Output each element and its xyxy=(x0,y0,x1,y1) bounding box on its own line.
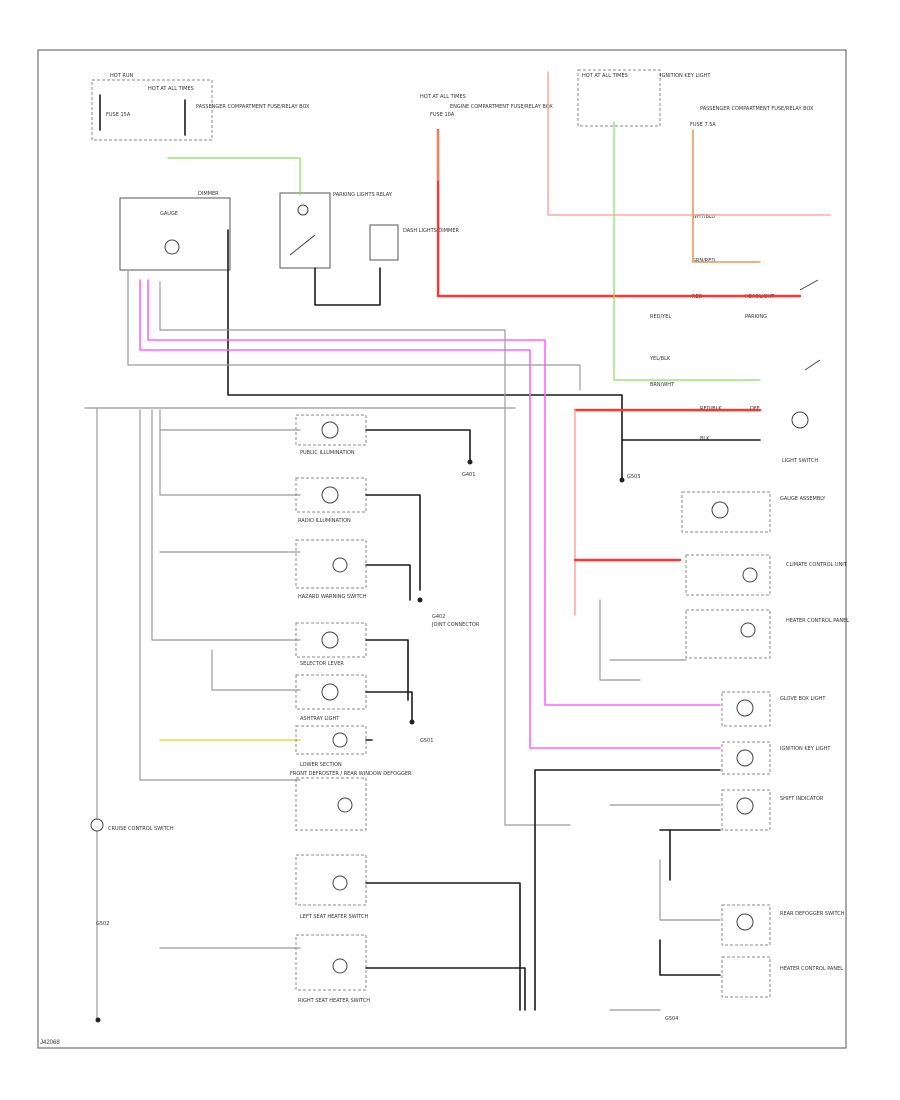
label-parking-relay: PARKING LIGHTS RELAY xyxy=(333,192,393,198)
label-selector-ill: SELECTOR LEVER xyxy=(300,661,344,667)
heater-control-panel: HEATER CONTROL PANEL xyxy=(685,609,849,659)
label-public-ill: PUBLIC ILLUMINATION xyxy=(300,450,355,456)
label-hazard-ill: HAZARD WARNING SWITCH xyxy=(298,594,367,600)
label-hot-all-mid: HOT AT ALL TIMES xyxy=(420,94,466,100)
label-wire-red-yel: RED/YEL xyxy=(650,314,671,320)
label-g503: G503 xyxy=(627,474,640,480)
passenger-fuse-box: HOT RUN HOT AT ALL TIMES FUSE 15A PASSEN… xyxy=(91,73,310,141)
label-g401: G401 xyxy=(462,472,475,478)
right-seat-heater-switch: RIGHT SEAT HEATER SWITCH xyxy=(295,934,370,1004)
ground-g504: G504 xyxy=(665,1016,678,1022)
label-parking: PARKING xyxy=(745,314,767,320)
ignition-key-light: IGNITION KEY LIGHT xyxy=(721,741,831,775)
glove-box-light: GLOVE BOX LIGHT xyxy=(721,691,826,727)
left-lower-switch: CRUISE CONTROL SWITCH xyxy=(90,818,174,832)
left-seat-heater-switch: LEFT SEAT HEATER SWITCH xyxy=(295,854,368,920)
shift-indicator: SHIFT INDICATOR xyxy=(721,789,824,831)
public-illumination: PUBLIC ILLUMINATION xyxy=(295,414,367,456)
label-left-seat: LEFT SEAT HEATER SWITCH xyxy=(300,914,368,920)
label-engine-fuse: ENGINE COMPARTMENT FUSE/RELAY BOX xyxy=(450,104,553,110)
label-cruise: CRUISE CONTROL SWITCH xyxy=(108,826,174,832)
selector-lever: SELECTOR LEVER xyxy=(295,622,367,667)
ground-g501: G501 xyxy=(409,719,433,744)
ground-g503: G503 xyxy=(619,474,640,483)
light-switch-area: WHT/BLU GRN/RED RED HEADLIGHT RED/YEL PA… xyxy=(649,214,821,464)
diagram-frame xyxy=(37,49,847,1049)
label-front-defrost: FRONT DEFROSTER / REAR WINDOW DEFOGGER xyxy=(290,771,412,777)
label-joint-402: JOINT CONNECTOR xyxy=(431,622,480,628)
ground-g401: G401 xyxy=(462,459,475,478)
label-rear-defog: REAR DEFOGGER SWITCH xyxy=(780,911,845,917)
parking-lights-relay: PARKING LIGHTS RELAY xyxy=(279,192,393,269)
label-climate: CLIMATE CONTROL UNIT xyxy=(786,562,848,568)
dash-lights-dimmer: DASH LIGHTS DIMMER xyxy=(369,224,460,261)
ground-g402: G402 JOINT CONNECTOR xyxy=(417,597,480,628)
ashtray-light: ASHTRAY LIGHT xyxy=(295,674,367,722)
dimmer-unit: DIMMER GAUGE xyxy=(119,191,231,271)
rear-defogger-switch: REAR DEFOGGER SWITCH xyxy=(721,904,845,946)
label-hot-all-left: HOT AT ALL TIMES xyxy=(148,86,194,92)
right-bottom-unit: HEATER CONTROL PANEL xyxy=(721,956,843,998)
label-hot-all-right: HOT AT ALL TIMES xyxy=(582,73,628,79)
label-passenger-fuse: PASSENGER COMPARTMENT FUSE/RELAY BOX xyxy=(196,104,310,110)
label-dash-dimmer: DASH LIGHTS DIMMER xyxy=(403,228,460,234)
label-wire-yel-blk: YEL/BLK xyxy=(649,356,671,362)
label-climate-lower: HEATER CONTROL PANEL xyxy=(780,966,843,972)
label-lower-section: LOWER SECTION xyxy=(300,762,342,768)
label-wire-grn-red: GRN/RED xyxy=(692,258,715,264)
label-g502: G502 xyxy=(96,921,109,927)
label-ignition-switch: IGNITION KEY LIGHT xyxy=(660,73,711,79)
label-fuse-a: FUSE 15A xyxy=(106,112,131,118)
label-g402: G402 xyxy=(432,614,445,620)
climate-control-unit: CLIMATE CONTROL UNIT xyxy=(685,554,848,596)
label-heater-control: HEATER CONTROL PANEL xyxy=(786,618,849,624)
ground-g502: G502 xyxy=(95,921,109,1023)
label-shift-ind: SHIFT INDICATOR xyxy=(780,796,824,802)
lower-section: LOWER SECTION xyxy=(295,725,367,768)
label-g504: G504 xyxy=(665,1016,678,1022)
label-light-switch: LIGHT SWITCH xyxy=(782,458,818,464)
label-fuse-c: FUSE 7.5A xyxy=(690,122,716,128)
label-hot-run-left: HOT RUN xyxy=(110,73,133,79)
gauge-assembly: GAUGE ASSEMBLY xyxy=(681,491,826,533)
label-ashtray-ill: ASHTRAY LIGHT xyxy=(300,716,340,722)
label-gauge: GAUGE xyxy=(160,211,178,217)
label-ignition-key: IGNITION KEY LIGHT xyxy=(780,746,831,752)
label-passenger-fuse-right: PASSENGER COMPARTMENT FUSE/RELAY BOX xyxy=(700,106,814,112)
label-fuse-b: FUSE 10A xyxy=(430,112,455,118)
label-wire-blk-ls: BLK xyxy=(700,436,710,442)
label-wire-brn-wht: BRN/WHT xyxy=(650,382,675,388)
label-right-seat: RIGHT SEAT HEATER SWITCH xyxy=(298,998,370,1004)
footer-code: J42068 xyxy=(40,1040,60,1046)
radio-illumination: RADIO ILLUMINATION xyxy=(295,477,367,524)
front-defroster: FRONT DEFROSTER / REAR WINDOW DEFOGGER xyxy=(290,771,412,831)
label-dimmer: DIMMER xyxy=(198,191,219,197)
top-right-fuse-box: HOT AT ALL TIMES IGNITION KEY LIGHT PASS… xyxy=(577,69,814,128)
label-radio-ill: RADIO ILLUMINATION xyxy=(298,518,351,524)
label-wire-wht-blu-top: WHT/BLU xyxy=(692,214,715,220)
label-g501: G501 xyxy=(420,738,433,744)
label-gauge-assembly: GAUGE ASSEMBLY xyxy=(780,496,826,502)
engine-fuse-box: HOT AT ALL TIMES FUSE 10A ENGINE COMPART… xyxy=(420,94,553,118)
hazard-warning-switch: HAZARD WARNING SWITCH xyxy=(295,539,367,600)
label-glove-box: GLOVE BOX LIGHT xyxy=(780,696,826,702)
